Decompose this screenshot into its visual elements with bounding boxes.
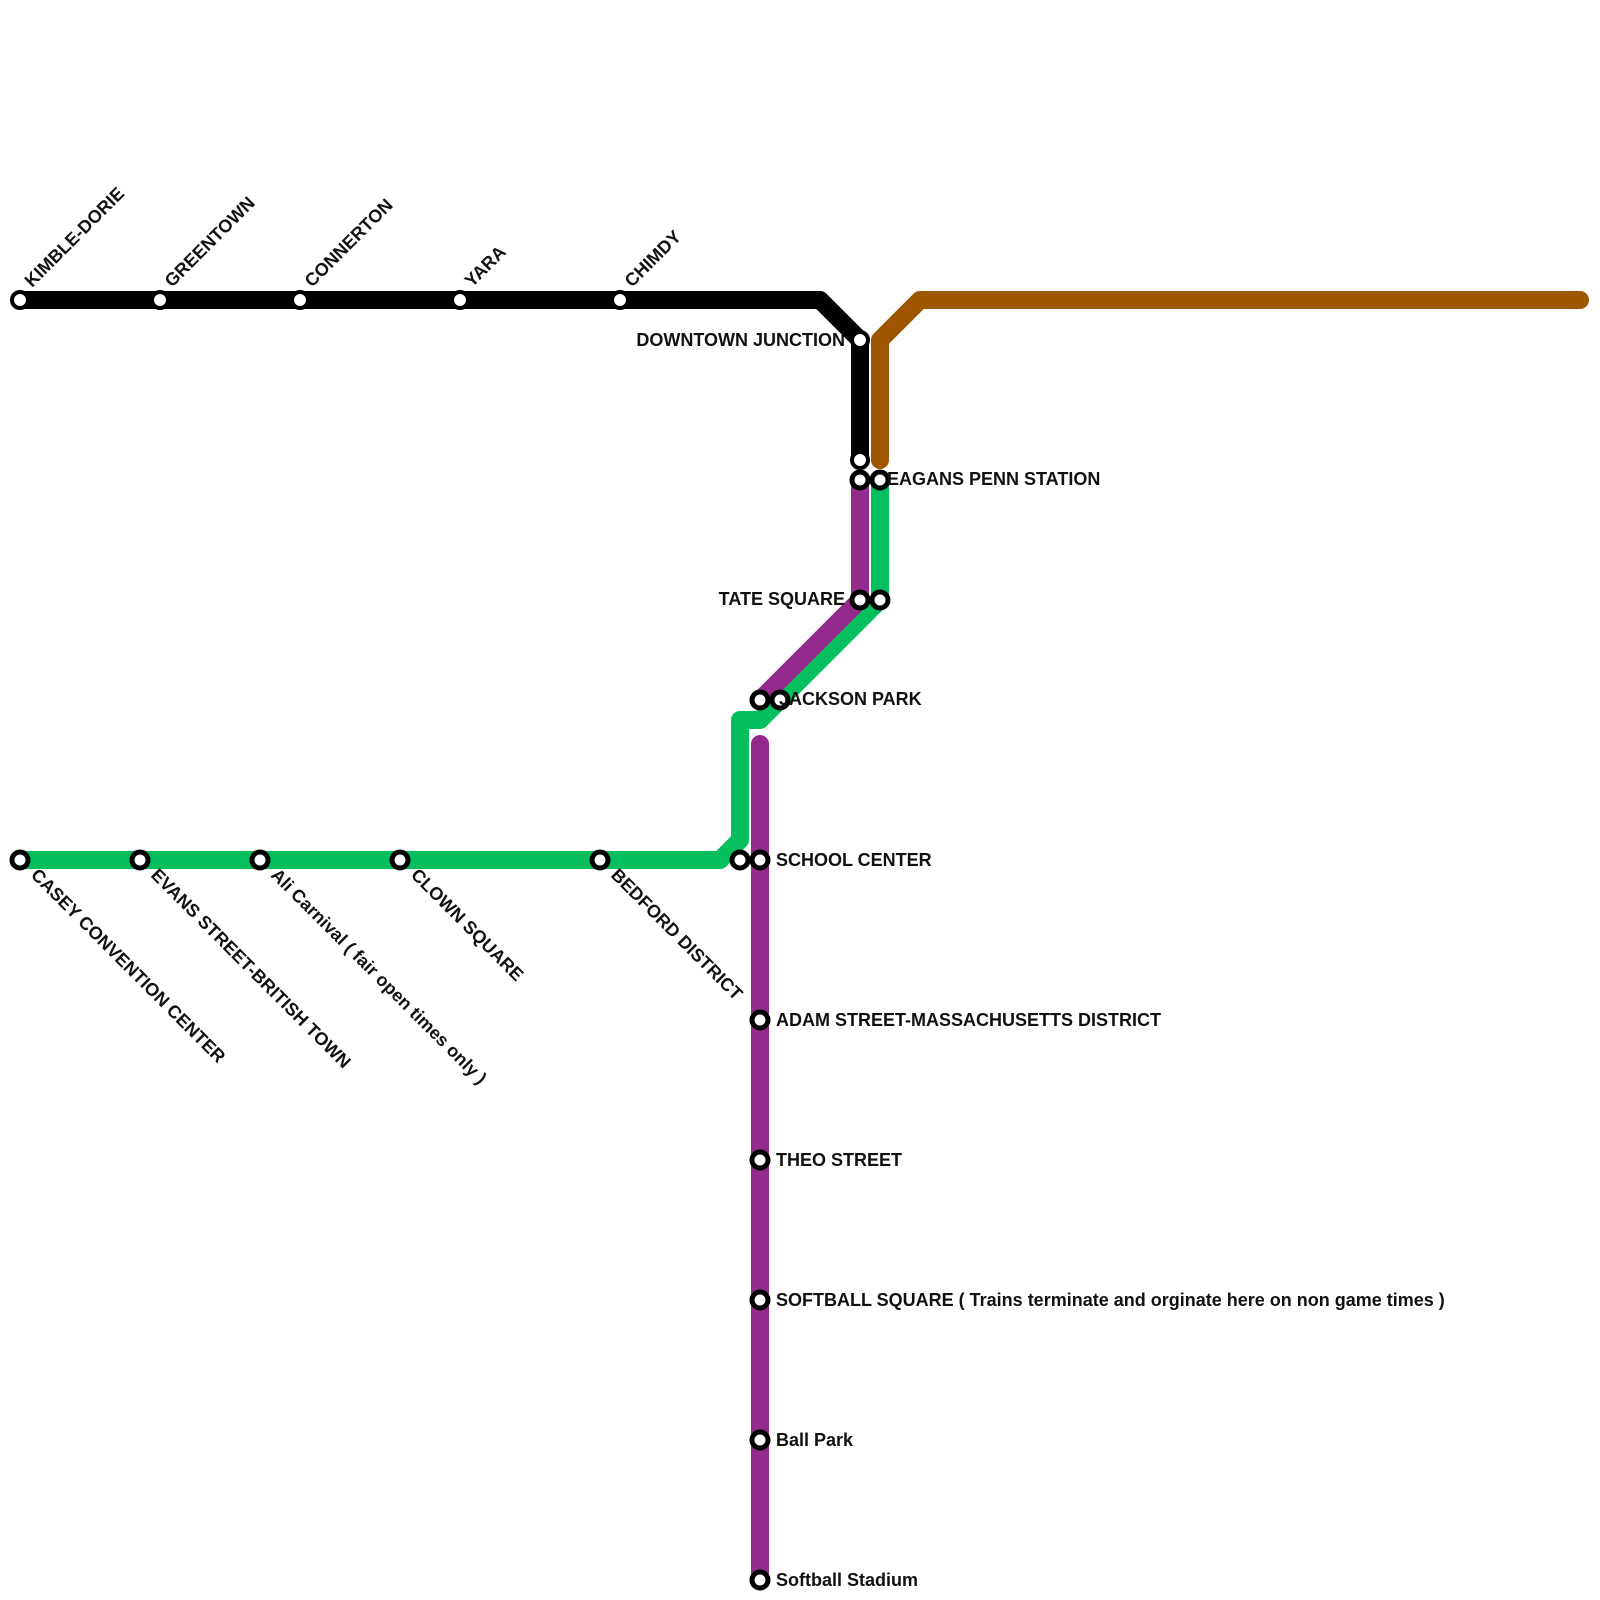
label-adam-street: ADAM STREET-MASSACHUSETTS DISTRICT xyxy=(776,1010,1161,1030)
label-eagans-penn-station: EAGANS PENN STATION xyxy=(887,469,1100,489)
station-tate-green[interactable] xyxy=(869,589,891,611)
station-theo-street[interactable] xyxy=(749,1149,771,1171)
station-eagans-black[interactable] xyxy=(850,450,870,470)
station-eagans-purple[interactable] xyxy=(849,469,871,491)
label-downtown-junction: DOWNTOWN JUNCTION xyxy=(636,330,845,350)
station-jackson-green[interactable] xyxy=(769,689,791,711)
station-eagans-green[interactable] xyxy=(869,469,891,491)
label-ball-park: Ball Park xyxy=(776,1430,854,1450)
label-chimdy: CHIMDY xyxy=(621,226,685,290)
station-tate-purple[interactable] xyxy=(849,589,871,611)
label-evans-street: EVANS STREET-BRITISH TOWN xyxy=(147,865,354,1072)
brown-line xyxy=(871,291,1589,469)
station-clown-square[interactable] xyxy=(389,849,411,871)
station-evans-street[interactable] xyxy=(129,849,151,871)
label-ali-carnival: Ali Carnival ( fair open times only ) xyxy=(267,865,490,1088)
station-softball-stadium[interactable] xyxy=(749,1569,771,1591)
station-ali-carnival[interactable] xyxy=(249,849,271,871)
label-casey-convention-center: CASEY CONVENTION CENTER xyxy=(27,865,229,1067)
label-clown-square: CLOWN SQUARE xyxy=(407,865,527,985)
station-greentown[interactable] xyxy=(150,290,170,310)
station-downtown-junction[interactable] xyxy=(850,330,870,350)
label-greentown: GREENTOWN xyxy=(161,193,259,291)
station-jackson-purple[interactable] xyxy=(749,689,771,711)
station-chimdy[interactable] xyxy=(610,290,630,310)
station-bedford-district[interactable] xyxy=(589,849,611,871)
label-softball-stadium: Softball Stadium xyxy=(776,1570,918,1590)
label-school-center: SCHOOL CENTER xyxy=(776,850,932,870)
station-yara[interactable] xyxy=(450,290,470,310)
label-yara: YARA xyxy=(461,242,510,291)
station-kimble-dorie[interactable] xyxy=(10,290,30,310)
label-connerton: CONNERTON xyxy=(301,195,397,291)
label-kimble-dorie: KIMBLE-DORIE xyxy=(21,183,128,290)
black-line xyxy=(11,291,869,469)
label-bedford-district: BEDFORD DISTRICT xyxy=(607,865,746,1004)
station-casey-convention-center[interactable] xyxy=(9,849,31,871)
station-ball-park[interactable] xyxy=(749,1429,771,1451)
label-tate-square: TATE SQUARE xyxy=(719,589,845,609)
station-school-center-purple[interactable] xyxy=(749,849,771,871)
label-jackson-park: JACKSON PARK xyxy=(779,689,922,709)
station-school-center-green[interactable] xyxy=(729,849,751,871)
station-softball-square[interactable] xyxy=(749,1289,771,1311)
station-connerton[interactable] xyxy=(290,290,310,310)
station-adam-street[interactable] xyxy=(749,1009,771,1031)
label-theo-street: THEO STREET xyxy=(776,1150,902,1170)
label-softball-square: SOFTBALL SQUARE ( Trains terminate and o… xyxy=(776,1290,1445,1310)
